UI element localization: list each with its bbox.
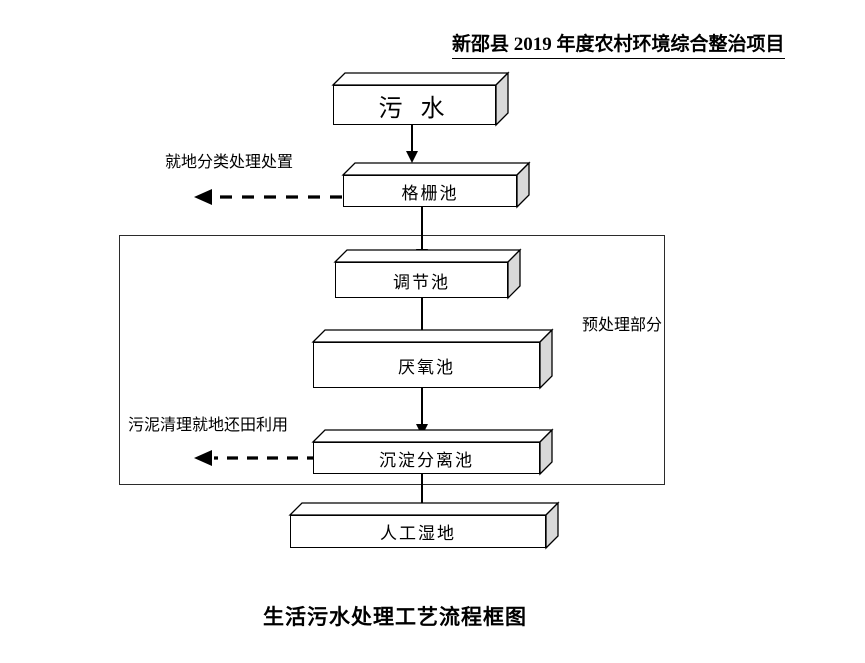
figure-caption: 生活污水处理工艺流程框图: [263, 605, 527, 629]
pretreatment-region-label: 预处理部分: [582, 317, 663, 334]
node-label: 厌氧池: [398, 357, 455, 377]
box-front-face: 厌氧池: [313, 342, 540, 388]
branch-label-sludge-reuse: 污泥清理就地还田利用: [128, 417, 289, 434]
node-constructed-wetland[interactable]: 人工湿地: [288, 501, 560, 550]
node-wastewater[interactable]: 污 水: [331, 71, 510, 127]
node-regulating-tank[interactable]: 调节池: [333, 248, 522, 300]
node-grille-tank[interactable]: 格栅池: [341, 161, 531, 219]
box-front-face: 沉淀分离池: [313, 442, 540, 474]
node-anaerobic-tank[interactable]: 厌氧池: [311, 328, 554, 390]
node-label: 污 水: [378, 95, 451, 122]
node-label: 人工湿地: [380, 524, 456, 543]
node-sedimentation-tank[interactable]: 沉淀分离池: [311, 428, 554, 476]
node-label: 沉淀分离池: [379, 450, 474, 470]
document-title: 新邵县 2019 年度农村环境综合整治项目: [452, 34, 785, 59]
pretreatment-region-box: [119, 235, 665, 485]
box-front-face: 人工湿地: [290, 515, 546, 548]
box-front-face: 调节池: [335, 262, 508, 298]
dashed-arrow-sludge-reuse: [190, 447, 325, 469]
box-front-face: 污 水: [333, 85, 496, 125]
box-front-face: 格栅池: [343, 175, 517, 207]
node-label: 调节池: [393, 272, 450, 292]
edge-wastewater-to-grille: [402, 125, 422, 165]
dashed-arrow-onsite-sorting: [190, 186, 350, 208]
branch-label-onsite-sorting: 就地分类处理处置: [165, 154, 294, 171]
node-label: 格栅池: [401, 183, 459, 203]
